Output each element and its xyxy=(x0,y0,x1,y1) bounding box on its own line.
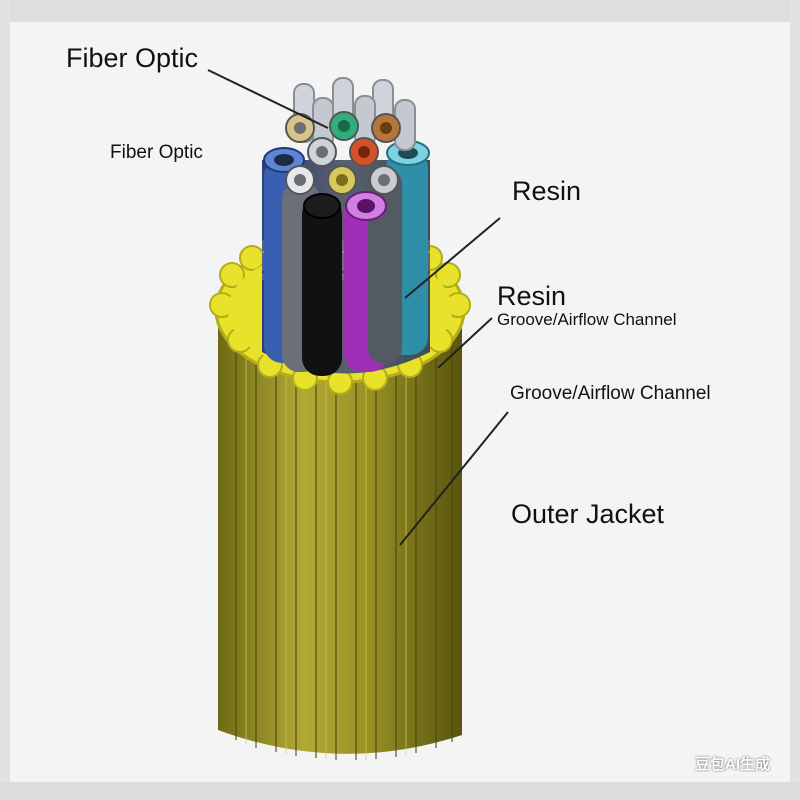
label-groove-channel-secondary: Groove/Airflow Channel xyxy=(510,383,711,404)
leader-lines xyxy=(207,69,509,546)
optical-fibers xyxy=(285,77,416,195)
outer-jacket xyxy=(218,300,462,760)
label-fiber-optic: Fiber Optic xyxy=(66,43,199,73)
leader-outer-jacket xyxy=(399,411,509,546)
leader-groove xyxy=(437,317,493,369)
label-groove-channel: Groove/Airflow Channel xyxy=(497,310,677,329)
left-frame xyxy=(0,0,10,800)
leader-fiber-optic xyxy=(207,69,329,129)
label-resin: Resin xyxy=(512,176,582,206)
fiber-bundle xyxy=(262,140,430,376)
label-outer-jacket: Outer Jacket xyxy=(511,499,665,529)
watermark: 豆包AI生成 xyxy=(694,756,770,773)
label-fiber-optic-side: Fiber Optic xyxy=(110,142,203,163)
top-frame xyxy=(0,0,800,22)
right-frame xyxy=(790,0,800,800)
label-resin-secondary: Resin xyxy=(497,281,567,311)
bottom-frame xyxy=(0,782,800,800)
leader-resin xyxy=(404,217,501,299)
